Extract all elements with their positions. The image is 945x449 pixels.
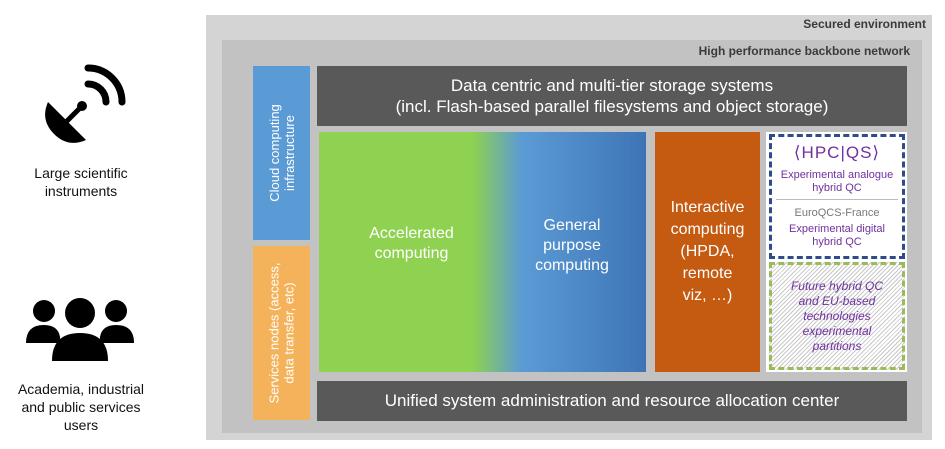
backbone-network-label: High performance backbone network xyxy=(698,44,910,58)
system-administration-block: Unified system administration and resour… xyxy=(317,381,907,421)
future-qc-label: Future hybrid QC and EU-based technologi… xyxy=(790,278,884,353)
interactive-line5: viz, …) xyxy=(682,287,733,304)
satellite-dish-icon xyxy=(36,62,126,152)
accelerated-general-block: Accelerated computing General purpose co… xyxy=(319,132,646,372)
euroqcs-france-label: EuroQCS-France xyxy=(794,207,880,219)
storage-line1: Data centric and multi-tier storage syst… xyxy=(450,76,774,95)
users-label: Academia, industrial and public services… xyxy=(17,381,145,433)
interactive-line1: Interactive xyxy=(670,199,745,216)
services-label-line2: data transfer, etc) xyxy=(281,282,297,384)
interactive-line4: remote xyxy=(682,265,733,282)
hpcqs-logo: ⟨HPC|QS⟩ xyxy=(793,143,881,162)
future-qc-box: Future hybrid QC and EU-based technologi… xyxy=(769,262,905,370)
cloud-label-line2: infrastructure xyxy=(281,115,297,191)
interactive-line2: computing xyxy=(670,221,745,238)
services-label-line1: Services nodes (access, xyxy=(266,262,282,404)
services-nodes-block: Services nodes (access, data transfer, e… xyxy=(253,246,310,420)
interactive-line3: (HPDA, xyxy=(680,243,735,260)
experimental-qc-box: ⟨HPC|QS⟩ Experimental analogue hybrid QC… xyxy=(769,134,905,259)
instruments-label: Large scientific instruments xyxy=(34,165,128,199)
interactive-computing-block: Interactive computing (HPDA, remote viz,… xyxy=(655,132,760,372)
accelerated-computing-label: Accelerated computing xyxy=(369,225,454,262)
storage-systems-block: Data centric and multi-tier storage syst… xyxy=(317,66,907,126)
digital-qc-label: Experimental digital hybrid QC xyxy=(789,223,885,248)
qc-divider xyxy=(776,199,898,200)
storage-line2: (incl. Flash-based parallel filesystems … xyxy=(395,97,829,116)
secured-environment-label: Secured environment xyxy=(803,17,926,31)
analogue-qc-label: Experimental analogue hybrid QC xyxy=(780,169,894,194)
cloud-computing-block: Cloud computing infrastructure xyxy=(253,66,310,240)
admin-label: Unified system administration and resour… xyxy=(384,391,840,410)
cloud-label-line1: Cloud computing xyxy=(266,104,282,202)
general-purpose-computing-label: General purpose computing xyxy=(535,217,609,274)
users-group-icon xyxy=(24,295,136,365)
